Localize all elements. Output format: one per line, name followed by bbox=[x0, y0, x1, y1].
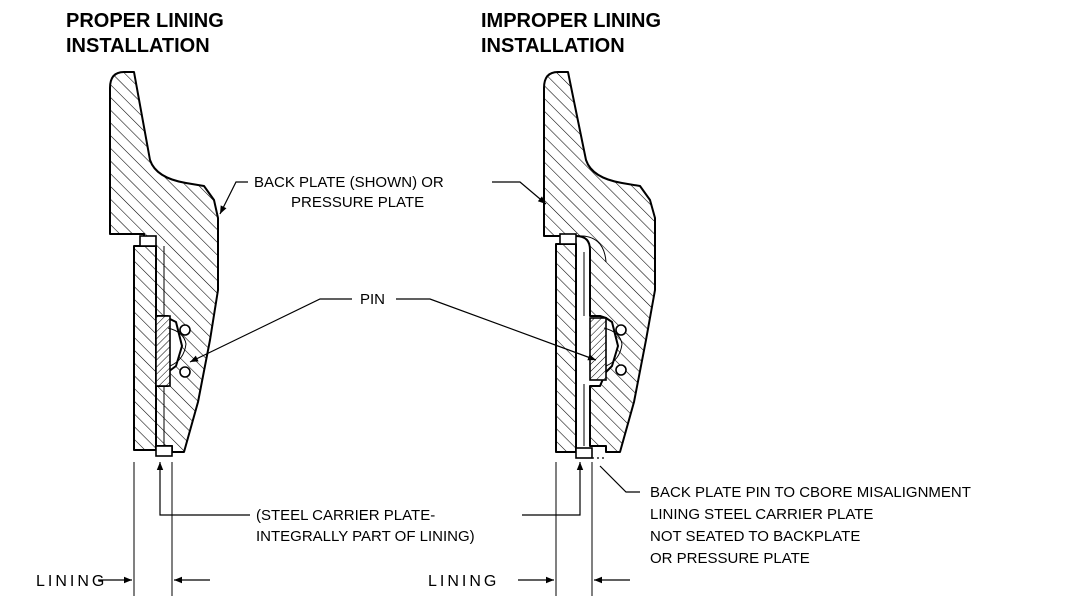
right-assembly bbox=[543, 71, 656, 459]
right-title-line2: INSTALLATION bbox=[481, 35, 625, 57]
back-plate-callout: BACK PLATE (SHOWN) OR PRESSURE PLATE bbox=[219, 174, 547, 215]
misalignment-callout: BACK PLATE PIN TO CBORE MISALIGNMENT LIN… bbox=[599, 465, 971, 567]
right-lining-label: LINING bbox=[428, 573, 499, 590]
carrier-label-line2: INTEGRALLY PART OF LINING) bbox=[256, 528, 475, 545]
right-back-plate bbox=[543, 71, 656, 453]
left-lining-label: LINING bbox=[36, 573, 107, 590]
right-lining bbox=[555, 243, 577, 453]
left-pin bbox=[155, 315, 171, 387]
right-title-line1: IMPROPER LINING bbox=[481, 10, 661, 32]
misalign-label-line1: BACK PLATE PIN TO CBORE MISALIGNMENT bbox=[650, 484, 971, 501]
left-lining bbox=[133, 245, 157, 451]
right-pin bbox=[589, 317, 607, 381]
misalign-label-line2: LINING STEEL CARRIER PLATE bbox=[650, 506, 873, 523]
pin-label: PIN bbox=[360, 291, 385, 308]
pin-callout: PIN bbox=[189, 291, 597, 363]
left-title-line1: PROPER LINING bbox=[66, 10, 224, 32]
carrier-plate-callout: (STEEL CARRIER PLATE- INTEGRALLY PART OF… bbox=[156, 462, 584, 545]
right-lining-dimension: LINING bbox=[428, 462, 630, 596]
left-title-line2: INSTALLATION bbox=[66, 35, 210, 57]
left-assembly bbox=[109, 71, 219, 457]
misalign-label-line4: OR PRESSURE PLATE bbox=[650, 550, 810, 567]
left-lining-dimension: LINING bbox=[36, 462, 210, 596]
back-plate-label-line1: BACK PLATE (SHOWN) OR bbox=[254, 174, 444, 191]
misalign-label-line3: NOT SEATED TO BACKPLATE bbox=[650, 528, 860, 545]
carrier-label-line1: (STEEL CARRIER PLATE- bbox=[256, 507, 435, 524]
back-plate-label-line2: PRESSURE PLATE bbox=[291, 194, 424, 211]
